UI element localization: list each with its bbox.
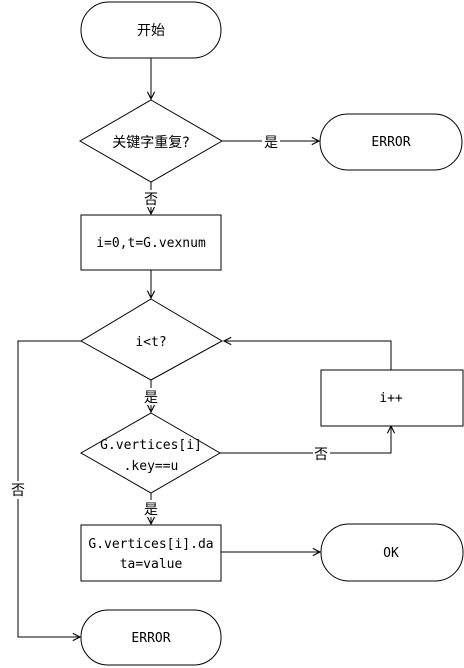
- duplicate-key-decision: [79, 99, 223, 183]
- no-label-duplicate: 否: [144, 192, 158, 208]
- key-match-line2: .key==u: [124, 459, 179, 474]
- error-label-2: ERROR: [131, 631, 170, 646]
- arrow-increment-to-loop: [224, 341, 392, 370]
- yes-label-loop: 是: [144, 390, 158, 406]
- arrow-check-to-increment: [220, 426, 391, 454]
- no-label-key-match: 否: [314, 447, 328, 463]
- assign-process-box: [80, 524, 222, 582]
- assign-line1: G.vertices[i].da: [88, 537, 213, 552]
- loop-condition-decision: [80, 298, 224, 381]
- increment-process-box: [320, 369, 464, 427]
- loop-condition-label: i<t?: [135, 335, 166, 350]
- start-label: 开始: [137, 23, 165, 39]
- error-terminal-1: [319, 113, 463, 171]
- yes-label-key-match: 是: [144, 502, 158, 518]
- increment-label: i++: [379, 391, 403, 406]
- assign-line2: ta=value: [120, 557, 183, 572]
- init-process-box: [80, 214, 222, 271]
- yes-label-duplicate: 是: [264, 135, 278, 151]
- arrow-loop-to-error: [17, 340, 81, 637]
- ok-terminal: [320, 523, 464, 582]
- ok-label: OK: [383, 546, 399, 561]
- init-label: i=0,t=G.vexnum: [96, 236, 206, 251]
- error-terminal-2: [80, 609, 222, 666]
- no-label-loop: 否: [11, 483, 25, 499]
- key-match-line1: G.vertices[i]: [100, 438, 202, 453]
- key-match-decision: [79, 412, 221, 494]
- error-label-1: ERROR: [371, 135, 410, 150]
- start-terminal: [80, 1, 222, 59]
- duplicate-key-label: 关键字重复?: [112, 134, 189, 151]
